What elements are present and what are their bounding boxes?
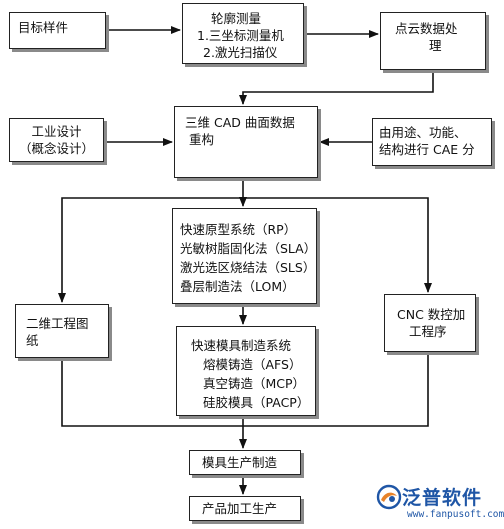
node-text: 熔模铸造（AFS） bbox=[203, 357, 302, 372]
arrow-pointcloud-to-cad bbox=[239, 70, 434, 105]
arrow-2d-to-merge bbox=[61, 358, 243, 427]
node-cae-analysis: 由用途、功能、 结构进行 CAE 分 bbox=[372, 118, 492, 166]
node-rapid-prototype: 快速原型系统（RP） 光敏树脂固化法（SLA） 激光选区烧结法（SLS） 叠层制… bbox=[172, 208, 317, 304]
node-text: （概念设计） bbox=[18, 141, 94, 156]
node-rapid-mold: 快速模具制造系统 熔模铸造（AFS） 真空铸造（MCP） 硅胶模具（PACP） bbox=[176, 326, 316, 416]
arrow-to-cnc bbox=[243, 197, 432, 293]
node-mold-production: 模具生产制造 bbox=[189, 450, 301, 475]
logo-name: 泛普软件 bbox=[402, 487, 483, 509]
node-text: 工程序 bbox=[409, 324, 447, 339]
node-text: CNC 数控加 bbox=[397, 307, 466, 322]
node-text: 硅胶模具（PACP） bbox=[203, 395, 310, 410]
node-industrial-design: 工业设计 （概念设计） bbox=[9, 118, 104, 162]
arrow-cnc-to-merge bbox=[243, 352, 429, 427]
node-text: 由用途、功能、 bbox=[379, 125, 467, 140]
node-cnc-program: CNC 数控加 工程序 bbox=[384, 294, 476, 352]
node-text: 三维 CAD 曲面数据 bbox=[185, 115, 295, 130]
node-text: 工业设计 bbox=[31, 124, 82, 139]
node-target-part: 目标样件 bbox=[9, 12, 106, 49]
node-text: 快速模具制造系统 bbox=[191, 338, 292, 353]
node-text: 目标样件 bbox=[18, 20, 69, 35]
node-text: 重构 bbox=[189, 132, 215, 147]
node-point-cloud: 点云数据处 理 bbox=[380, 12, 486, 70]
node-text: 二维工程图 bbox=[26, 316, 89, 331]
node-text: 轮廓测量 bbox=[211, 11, 262, 26]
node-text: 真空铸造（MCP） bbox=[203, 376, 306, 391]
node-text: 模具生产制造 bbox=[202, 455, 278, 470]
node-text: 点云数据处 bbox=[395, 21, 458, 36]
logo-url: www.fanpusoft.com bbox=[407, 509, 504, 520]
node-contour-measure: 轮廓测量 1.三坐标测量机 2.激光扫描仪 bbox=[182, 3, 304, 64]
node-text: 2.激光扫描仪 bbox=[203, 45, 278, 60]
node-text: 光敏树脂固化法（SLA） bbox=[180, 241, 317, 256]
node-cad-reconstruct: 三维 CAD 曲面数据 重构 bbox=[174, 106, 318, 178]
node-text: 结构进行 CAE 分 bbox=[379, 142, 475, 157]
node-text: 产品加工生产 bbox=[202, 501, 278, 516]
logo-mark-icon bbox=[376, 484, 402, 510]
node-text: 理 bbox=[429, 38, 442, 53]
node-2d-drawing: 二维工程图 纸 bbox=[15, 304, 109, 358]
arrow-to-2d-drawing bbox=[58, 197, 243, 303]
node-text: 1.三坐标测量机 bbox=[197, 28, 284, 43]
node-text: 叠层制造法（LOM） bbox=[180, 279, 295, 294]
node-product-processing: 产品加工生产 bbox=[189, 496, 301, 521]
fanpusoft-logo: 泛普软件 www.fanpusoft.com bbox=[376, 482, 504, 526]
node-text: 快速原型系统（RP） bbox=[180, 222, 297, 237]
node-text: 激光选区烧结法（SLS） bbox=[180, 260, 316, 275]
node-text: 纸 bbox=[26, 333, 39, 348]
